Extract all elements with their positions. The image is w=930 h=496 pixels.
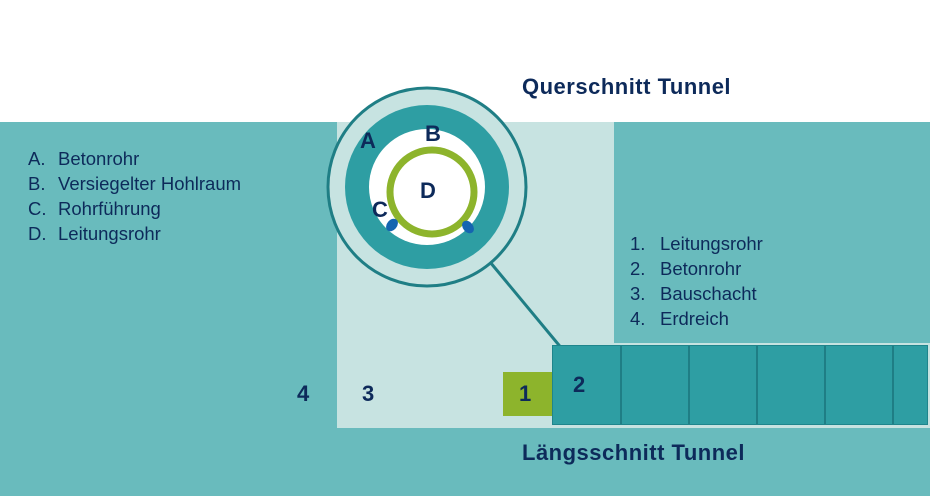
legend-item-3: 3.Bauschacht	[630, 283, 757, 304]
marker-c: C	[372, 197, 388, 222]
marker-3: 3	[362, 381, 375, 406]
segment-joint	[756, 346, 758, 424]
cross-section-title: Querschnitt Tunnel	[522, 74, 732, 99]
marker-2: 2	[573, 372, 586, 397]
concrete-pipe-segments	[552, 345, 928, 425]
marker-4: 4	[297, 381, 310, 406]
legend-item-1: 1.Leitungsrohr	[630, 233, 763, 254]
longitudinal-legend: 1.Leitungsrohr 2.Betonrohr 3.Bauschacht …	[630, 231, 763, 331]
segment-joint	[892, 346, 894, 424]
marker-1: 1	[519, 381, 532, 406]
magnifier-icon	[326, 86, 565, 351]
soil-area-upper-right	[614, 122, 930, 341]
legend-item-d: D.Leitungsrohr	[28, 223, 161, 244]
cross-section-legend: A.Betonrohr B.Versiegelter Hohlraum C.Ro…	[28, 146, 241, 246]
marker-b: B	[425, 121, 441, 146]
legend-item-4: 4.Erdreich	[630, 308, 729, 329]
longitudinal-section-title: Längsschnitt Tunnel	[522, 440, 745, 465]
segment-joint	[824, 346, 826, 424]
legend-item-c: C.Rohrführung	[28, 198, 161, 219]
utility-pipe	[503, 372, 552, 416]
legend-item-2: 2.Betonrohr	[630, 258, 742, 279]
segment-joint	[620, 346, 622, 424]
segment-joint	[688, 346, 690, 424]
legend-item-b: B.Versiegelter Hohlraum	[28, 173, 242, 194]
legend-item-a: A.Betonrohr	[28, 148, 140, 169]
marker-a: A	[360, 128, 376, 153]
marker-d: D	[420, 178, 436, 203]
